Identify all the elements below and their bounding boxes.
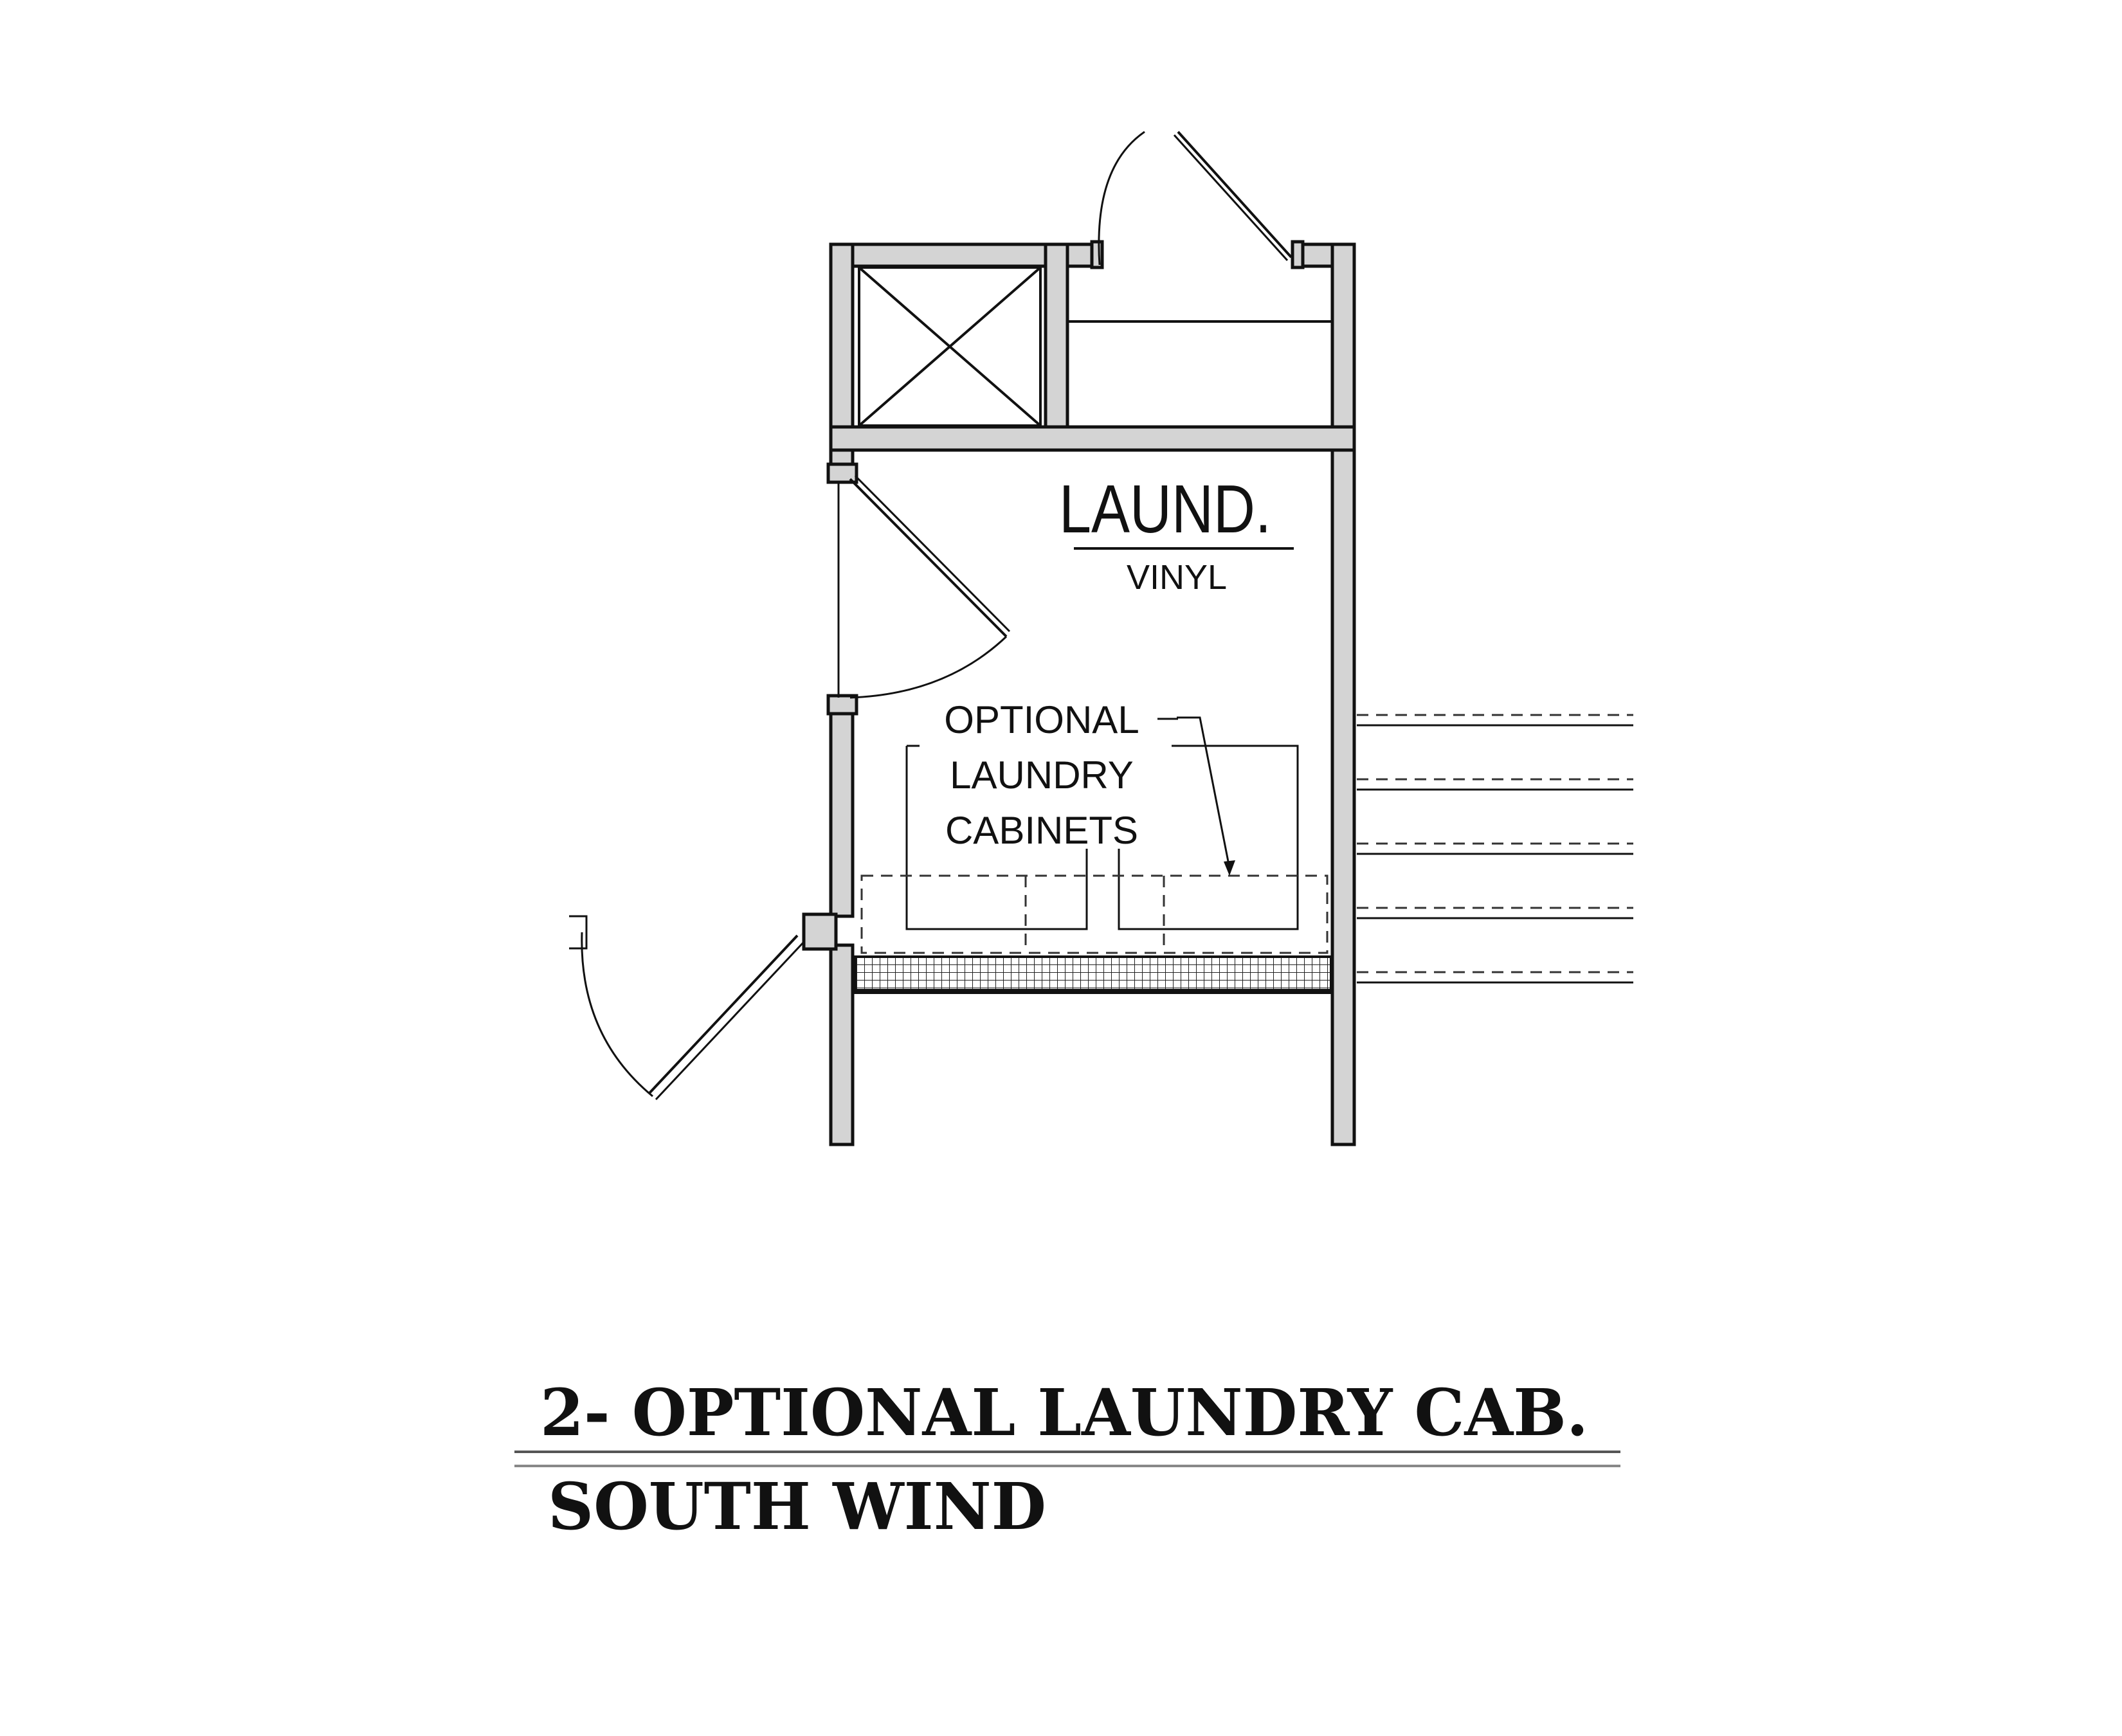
exterior-lines — [1357, 714, 1633, 984]
drawing-title: 2- OPTIONAL LAUNDRY CAB. — [540, 1375, 1588, 1451]
callout-line-2: LAUNDRY — [950, 754, 1134, 797]
callout-arrowhead — [1224, 860, 1235, 876]
drawing-subtitle: SOUTH WIND — [548, 1469, 1046, 1544]
top-door — [1090, 131, 1305, 269]
walls — [829, 242, 1356, 1146]
laundry-entry-door — [826, 462, 1011, 716]
mechanical-chase — [858, 266, 1042, 427]
lower-left-door — [569, 912, 838, 1101]
callout-line-3: CABINETS — [945, 809, 1138, 852]
optional-cabinets — [860, 874, 1329, 954]
shelf-hatch — [853, 955, 1332, 994]
room-name: LAUND. — [1059, 471, 1271, 547]
callout-line-1: OPTIONAL — [944, 698, 1139, 741]
room-floor-finish: VINYL — [1127, 558, 1227, 597]
cabinet-callout: OPTIONAL LAUNDRY CABINETS — [920, 694, 1235, 876]
